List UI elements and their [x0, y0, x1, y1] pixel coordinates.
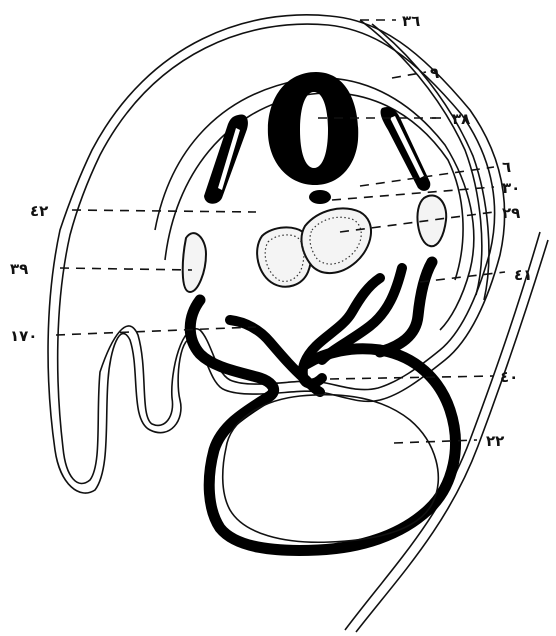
label-38: ٣٨: [452, 110, 470, 128]
label-41: ٤١: [514, 266, 532, 284]
notochord: [309, 190, 331, 204]
yolk-stalk-line: [345, 232, 540, 630]
intermediate-mesoderm-left: [183, 233, 206, 292]
somite-right-hollow: [390, 116, 424, 178]
label-9: ٩: [430, 64, 439, 82]
label-6: ٦: [502, 158, 511, 176]
lateral-mesoderm-line: [360, 20, 482, 295]
somite-left: [204, 114, 248, 203]
label-42: ٤٢: [30, 202, 48, 220]
neural-tube: [268, 72, 358, 185]
label-39: ٣٩: [10, 260, 28, 278]
label-29: ٢٩: [502, 204, 520, 222]
label-170: ١٧٠: [10, 327, 37, 345]
label-40: ٤٠: [500, 368, 518, 386]
label-36: ٣٦: [402, 12, 420, 30]
label-30: ٣٠: [502, 179, 520, 197]
label-22: ٢٢: [486, 432, 504, 450]
